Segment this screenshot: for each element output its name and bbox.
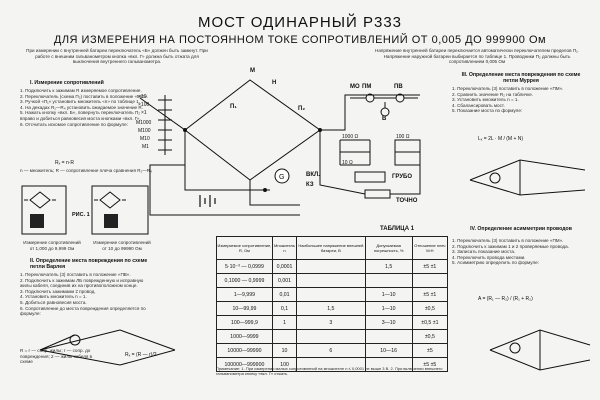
section-3-formula: Lₓ = 2L · M / (M + N) [478,136,524,142]
central-galvanometer [274,168,290,184]
fig1-bridge-a [24,191,56,209]
table-cell: 0,001 [271,273,298,288]
table-header-row: Измеряемое сопротивление, R, Ом Множител… [216,236,449,260]
terminal-dot [263,188,267,192]
section-1-note: n — множитель; R — сопротивление плеча с… [20,168,152,173]
label-m10: М10 [140,136,150,142]
switch-v [380,107,390,117]
label-m1: М1 [142,144,149,150]
decade-ladder-right [339,139,371,166]
label-vkl: ВКЛ. [306,172,320,178]
section-3-text: 1. Переключатель (3) поставить в положен… [452,86,564,114]
poster-title: МОСТ ОДИНАРНЫЙ Р333 [197,14,403,31]
bridge-diamond [184,79,321,181]
battery [199,195,216,207]
label-m1000: М1000 [136,120,152,126]
intro-left: При измерении с внутренней батареи перек… [26,48,208,65]
decade-ladder-mid [394,139,421,166]
terminal-dot [318,128,322,132]
section-4-formula: A = (R₁ — R₂) / (R₁ + R₂) [478,296,533,302]
fig1-bridge-b [94,191,126,209]
label-V: В [382,116,387,122]
intro-right: Напряжение внутренней батареи переключае… [375,48,579,65]
asym-galvanometer [509,342,521,354]
bus-bottom [249,180,300,206]
table-cell: ±5 ±5 [411,357,449,372]
section-2-formula: Rₓ = (R — r)/2 [125,352,157,358]
wire-fine [319,130,421,195]
label-x100: ×100 [138,102,150,108]
data-table: Измеряемое сопротивление, R, Ом Множител… [216,236,449,372]
label-coarse: ГРУБО [392,174,413,180]
table-header-cell: Допускаемая погрешность, % [364,236,413,260]
label-kz: КЗ [306,182,314,188]
asym-diagram [489,329,591,371]
table-cell [296,357,366,372]
footnotes: Примечание: 1. При измерении малых сопро… [216,366,443,376]
section-4-text: 1. Переключатель (3) поставить в положен… [452,238,569,266]
label-PV: ПВ [394,84,403,90]
label-x10: ×10 [138,94,147,100]
section-1-formula: Rₓ = n·R [55,160,75,166]
poster-subtitle: ДЛЯ ИЗМЕРЕНИЯ НА ПОСТОЯННОМ ТОКЕ СОПРОТИ… [53,34,547,46]
resistor-fine [364,189,391,199]
table-title: ТАБЛИЦА 1 [380,226,415,232]
knob-fig1-b [104,214,118,228]
label-PM: ПМ [362,84,372,90]
figure-label: РИС. 1 [72,212,90,218]
section-3-heading: III. Определение места повреждения по сх… [461,72,581,84]
table-header-cell: Наибольшее напряжение внешней батареи, В [296,236,366,260]
figure-caption-2: Измерение сопротивлений от 10 до 99990 О… [93,240,151,251]
bus-lower [149,164,300,216]
label-N: Н [272,80,277,86]
label-m100: М100 [138,128,151,134]
label-1000ohm: 1000 Ω [342,134,359,140]
knob-fig1-a [30,214,44,228]
figure-caption-1: Измерение сопротивлений от 1,000 до 9,99… [23,240,81,251]
label-MO: МО [350,84,360,90]
switch-links [350,97,418,108]
section-4-heading: IV. Определение асимметрии проводов [470,226,572,232]
svg-text:G: G [279,174,284,181]
varley-loop [39,329,176,366]
label-M: М [250,68,255,74]
section-1-heading: I. Измерение сопротивлений [30,80,104,86]
label-10ohm: 10 Ω [342,160,353,166]
table-cell: 100 [271,357,298,372]
bus-right [320,94,420,131]
section-2-text: 1. Переключатель (3) поставить в положен… [20,272,146,317]
label-P1: П₁ [230,104,237,110]
murray-galvanometer [489,172,501,184]
section-2-heading: II. Определение места повреждения по схе… [30,258,148,270]
table-cell: 0,01 [271,287,298,302]
fig1-frame-a [21,185,67,235]
decade-ladder-left [158,95,172,155]
label-P2: П₂ [298,106,305,112]
section-1-text: 1. Подключить к зажимам R измеряемое соп… [20,88,149,127]
label-x1: ×1 [141,110,147,116]
label-fine: ТОЧНО [396,198,418,204]
fig1-frame-b [91,185,149,235]
varley-galvanometer [69,334,81,346]
bus-left [139,97,270,191]
table-cell: 100000—999900 [216,357,273,372]
table-header-cell: Множитель n [271,236,298,260]
resistor-coarse [354,171,386,183]
label-100ohm: 100 Ω [396,134,410,140]
murray-diagram [469,159,586,196]
terminal-dot [183,128,187,132]
